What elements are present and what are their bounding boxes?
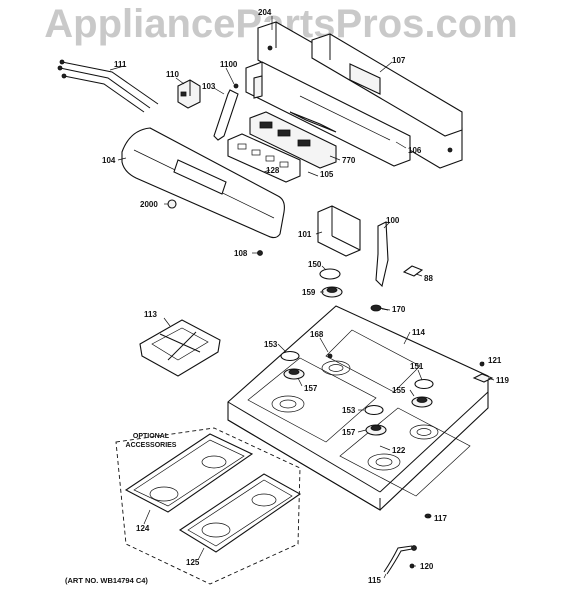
label-170: 170 — [392, 305, 406, 314]
control-panel-frame — [245, 61, 411, 167]
label-115: 115 — [368, 576, 381, 585]
burner-cap-153a — [280, 350, 300, 362]
label-168: 168 — [310, 330, 324, 339]
label-114: 114 — [412, 328, 425, 337]
wire-harness — [57, 59, 159, 113]
label-107: 107 — [392, 56, 406, 65]
label-153b: 153 — [342, 406, 356, 415]
label-1100: 1100 — [220, 60, 238, 69]
art-number: (ART NO. WB14794 C4) — [65, 576, 148, 585]
optional-label-line2: ACCESSORIES — [125, 442, 177, 449]
burner-head-155 — [411, 396, 433, 408]
label-101: 101 — [298, 230, 312, 239]
label-106: 106 — [408, 146, 422, 155]
label-125: 125 — [186, 558, 200, 567]
leader-lines — [109, 16, 495, 579]
gas-tube-115 — [383, 545, 417, 575]
burner-head-157b — [365, 424, 387, 436]
screw-168 — [327, 353, 333, 359]
label-88: 88 — [424, 274, 433, 283]
membrane-keypad — [227, 133, 301, 183]
label-103: 103 — [202, 82, 216, 91]
label-110: 110 — [166, 70, 179, 79]
label-120: 120 — [420, 562, 434, 571]
optional-label-line1: OPTIONAL — [132, 433, 170, 440]
backguard — [121, 127, 285, 239]
burner-cap-150 — [319, 268, 341, 280]
burner-grate — [139, 319, 221, 377]
burner-head-159 — [321, 286, 343, 298]
burner-head-157a — [283, 368, 305, 380]
optional-accessories-box — [115, 427, 301, 585]
label-121: 121 — [488, 356, 502, 365]
screw-170 — [370, 304, 389, 312]
label-204: 204 — [258, 8, 272, 17]
part-88 — [402, 265, 424, 277]
optional-accessories-label: OPTIONAL ACCESSORIES — [116, 432, 186, 450]
part-2000-grommet — [167, 199, 177, 209]
label-150: 150 — [308, 260, 322, 269]
control-board — [249, 111, 337, 169]
label-104: 104 — [102, 156, 116, 165]
spark-module — [177, 79, 201, 109]
control-bracket — [213, 83, 239, 141]
label-124: 124 — [136, 524, 150, 533]
label-100: 100 — [386, 216, 400, 225]
label-2000: 2000 — [140, 200, 158, 209]
label-122: 122 — [392, 446, 406, 455]
label-128: 128 — [266, 166, 280, 175]
burner-box-bracket-2 — [375, 221, 389, 288]
label-119: 119 — [496, 376, 509, 385]
burner-cap-151 — [414, 378, 434, 390]
backguard-rear-panel — [257, 21, 463, 169]
part-119 — [472, 373, 494, 383]
label-108: 108 — [234, 249, 248, 258]
part-108-screw — [257, 250, 263, 256]
burner-cap-153b — [364, 404, 384, 416]
drip-pan-124 — [124, 433, 254, 513]
label-159: 159 — [302, 288, 316, 297]
burner-box-bracket — [317, 205, 361, 257]
label-770: 770 — [342, 156, 356, 165]
drip-pan-125 — [178, 473, 302, 553]
label-153a: 153 — [264, 340, 278, 349]
label-113: 113 — [144, 310, 157, 319]
label-151: 151 — [410, 362, 424, 371]
label-105: 105 — [320, 170, 334, 179]
label-157b: 157 — [342, 428, 356, 437]
label-111: 111 — [114, 60, 127, 69]
label-155: 155 — [392, 386, 406, 395]
label-157a: 157 — [304, 384, 318, 393]
label-117: 117 — [434, 514, 447, 523]
